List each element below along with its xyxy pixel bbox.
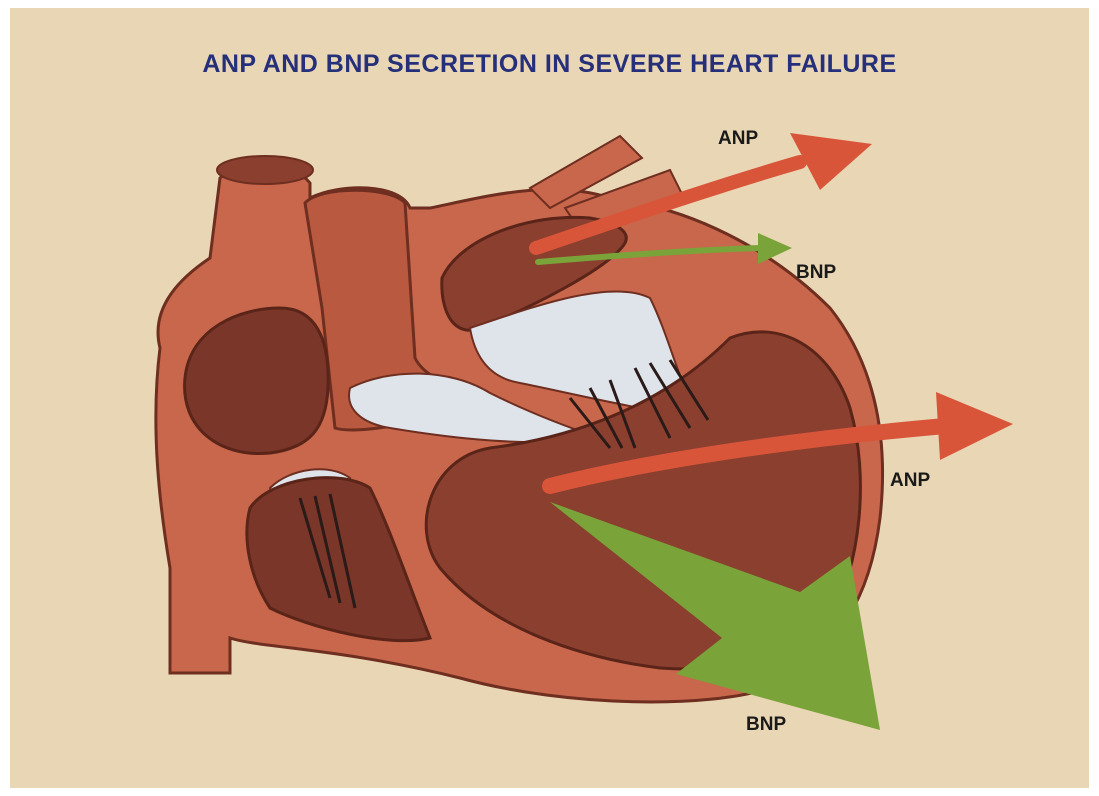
vena-cava-opening <box>217 156 313 184</box>
bnp-ventricle-label: BNP <box>746 714 786 736</box>
slide: ANP AND BNP SECRETION IN SEVERE HEART FA… <box>10 8 1089 788</box>
anp-ventricle-label: ANP <box>890 470 930 492</box>
heart-illustration <box>10 8 1089 788</box>
bnp-atrium-label: BNP <box>796 262 836 284</box>
page-title: ANP AND BNP SECRETION IN SEVERE HEART FA… <box>10 50 1089 79</box>
anp-atrium-label: ANP <box>718 128 758 150</box>
